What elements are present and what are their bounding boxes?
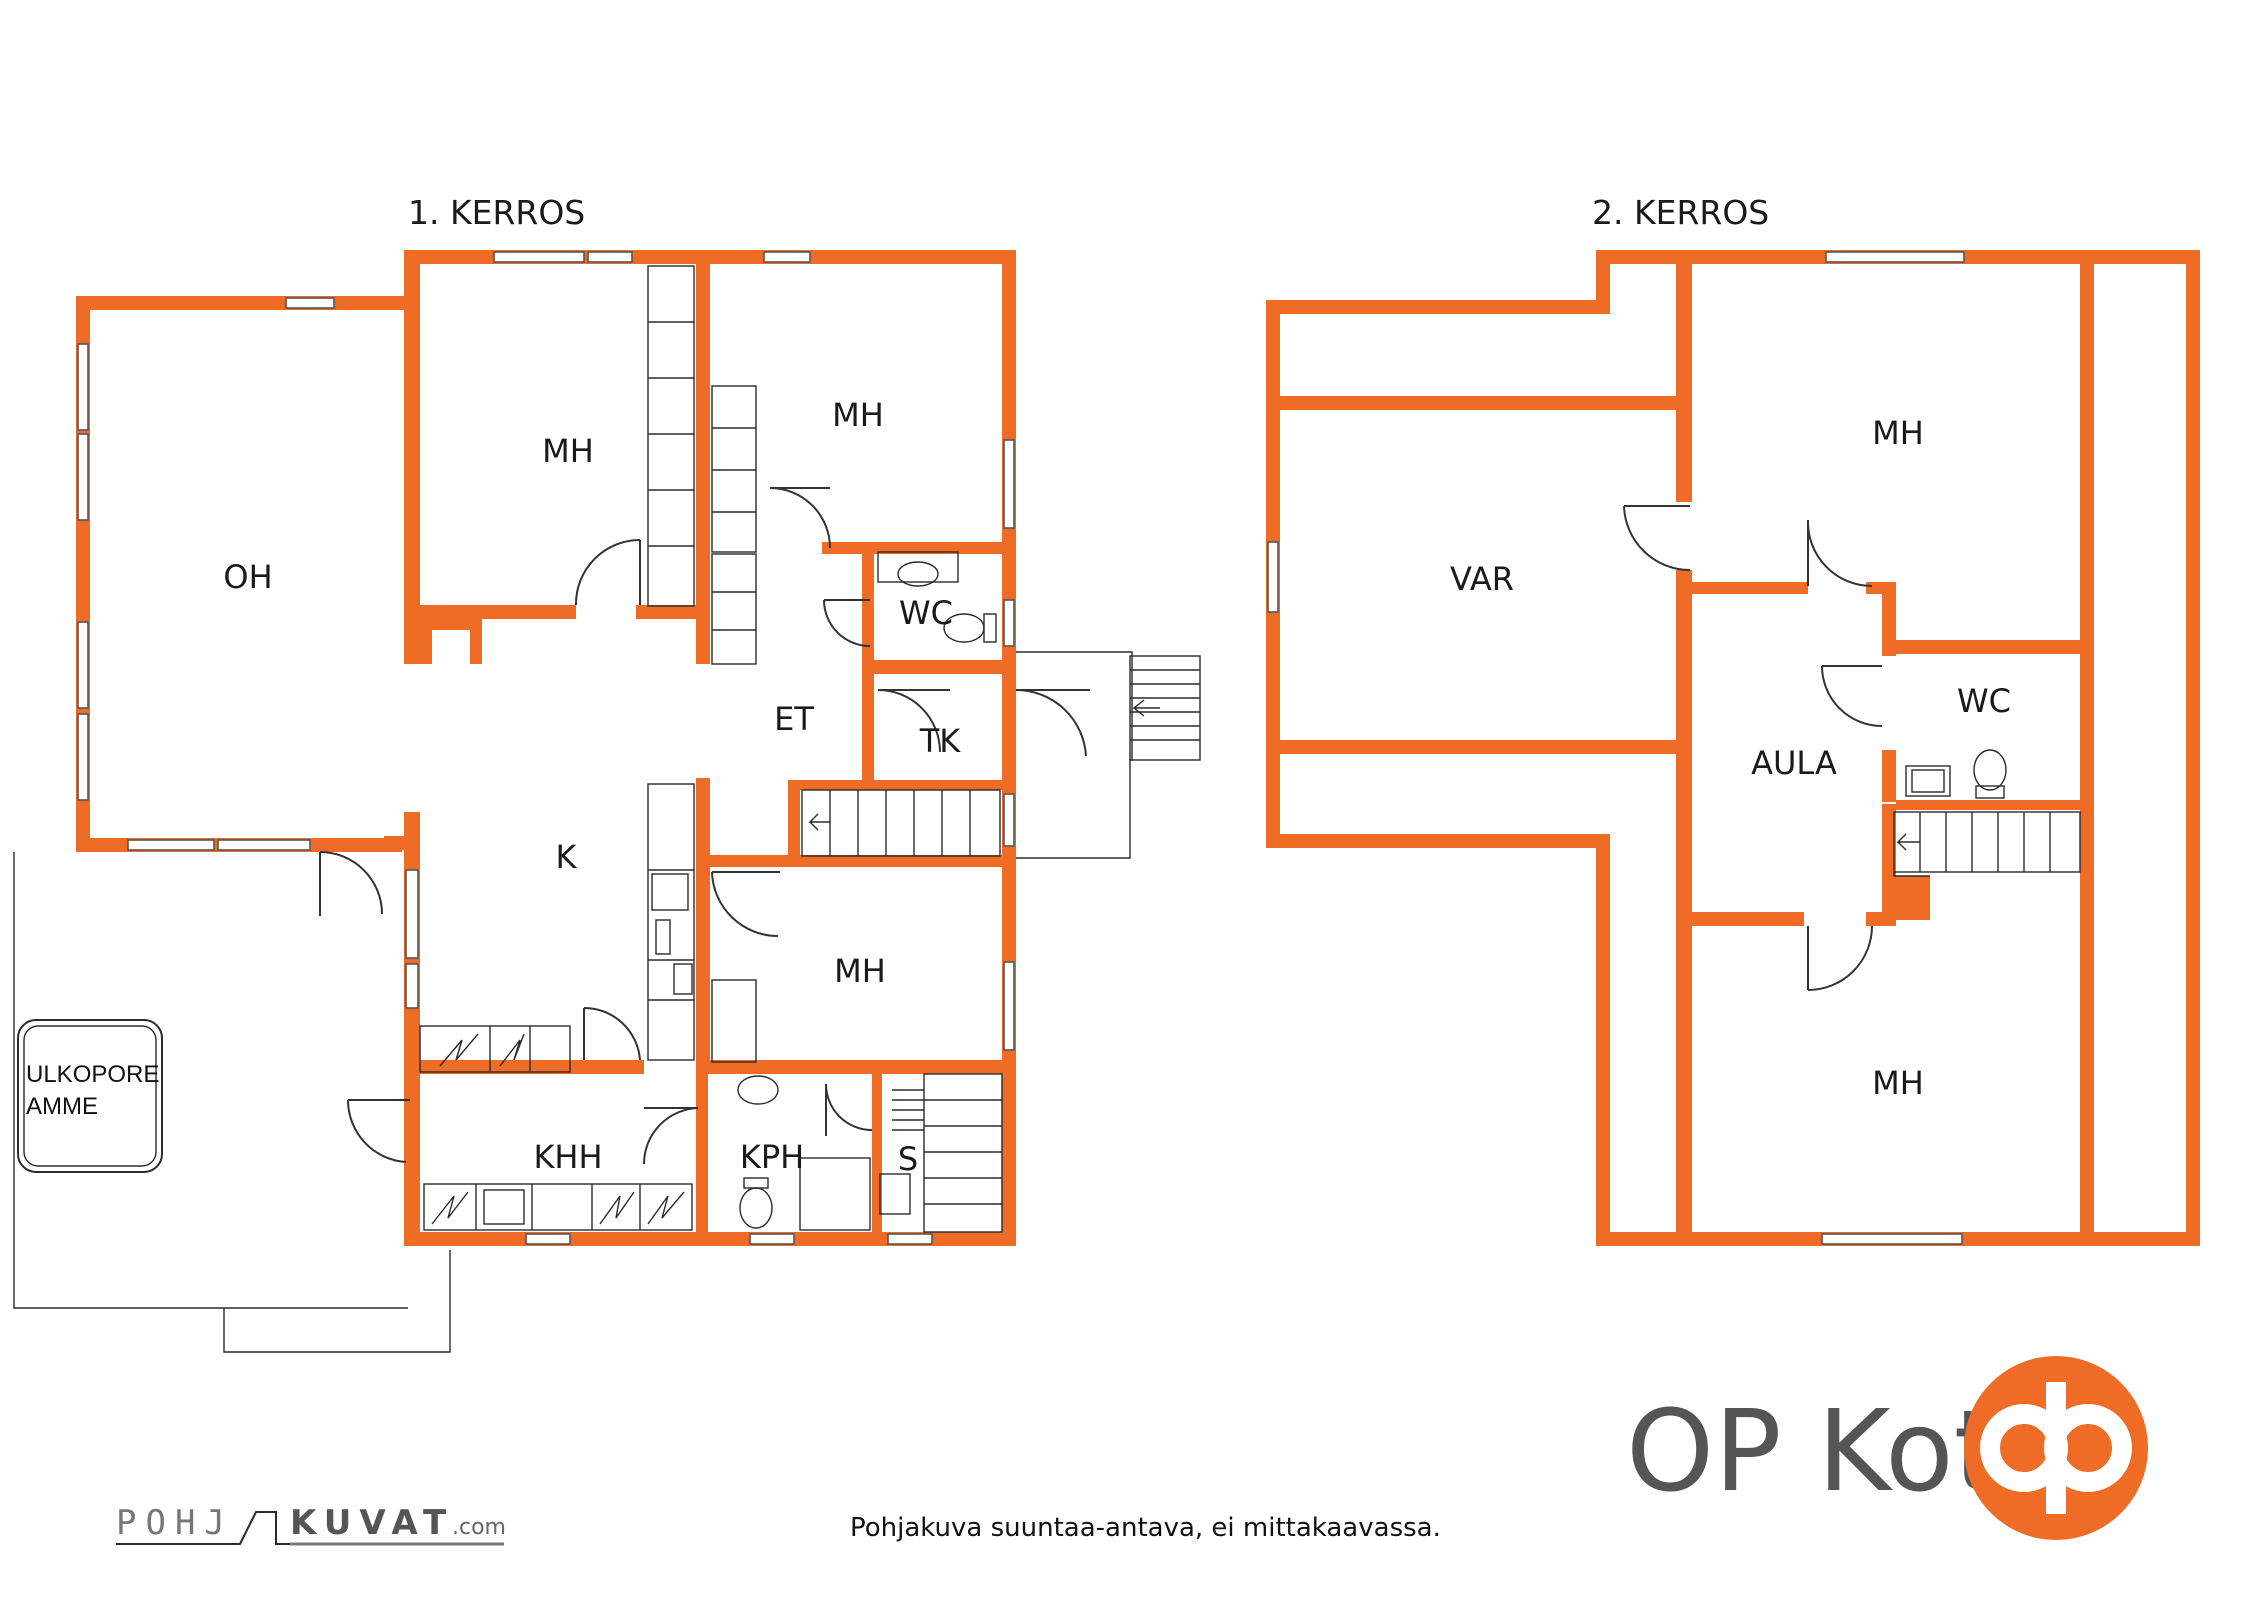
floor-2-title: 2. KERROS — [1592, 193, 1769, 232]
pohjakuvat-logo-left: POHJ — [116, 1503, 234, 1543]
floor-1-title: 1. KERROS — [408, 193, 585, 232]
floor-1-doors — [319, 487, 1090, 1165]
room-label-mh-lower: MH — [1872, 1064, 1924, 1102]
room-label-kph: KPH — [740, 1138, 804, 1176]
outdoor-deck — [13, 852, 451, 1353]
room-label-aula: AULA — [1751, 744, 1837, 782]
op-koti-brand: OP Koti — [1626, 1356, 2148, 1540]
room-label-k: K — [556, 838, 578, 876]
floor-2-walls — [1266, 250, 2200, 1246]
room-label-tk: TK — [919, 722, 962, 760]
room-label-mh-mid: MH — [834, 952, 886, 990]
room-label-var: VAR — [1450, 560, 1514, 598]
brand-name: OP Koti — [1626, 1387, 2029, 1517]
floor-2-windows — [1267, 251, 1965, 1245]
room-label-wc-upper: WC — [1957, 682, 2011, 720]
outdoor-tub-label-line2: AMME — [26, 1093, 98, 1120]
room-label-oh: OH — [223, 558, 272, 596]
floor-1-room-labels: OH MH MH WC ET TK K MH KHH KPH S — [223, 396, 961, 1178]
pohjakuvat-logo-right: KUVAT — [290, 1503, 454, 1543]
room-label-et: ET — [774, 700, 814, 738]
room-label-wc: WC — [899, 594, 953, 632]
room-label-s: S — [898, 1140, 918, 1178]
floor-2-fixtures — [1893, 749, 2081, 877]
floor-1-plan: 1. KERROS ULKOPORE AMME — [13, 193, 1201, 1353]
floor-2-room-labels: VAR MH WC AULA MH — [1450, 414, 2011, 1102]
room-label-khh: KHH — [533, 1138, 602, 1176]
op-logo-icon — [1964, 1356, 2148, 1540]
room-label-mh-left: MH — [542, 432, 594, 470]
floor-1-fixtures — [419, 265, 1201, 1233]
floor-2-doors — [1623, 505, 1883, 991]
floor-2-plan: 2. KERROS — [1266, 193, 2200, 1246]
floor-1-windows — [77, 251, 1015, 1245]
outdoor-tub-label-line1: ULKOPORE — [26, 1061, 159, 1088]
pohjakuvat-logo: POHJ KUVAT .com — [116, 1503, 506, 1546]
room-label-mh-upper: MH — [1872, 414, 1924, 452]
pohjakuvat-logo-domain: .com — [452, 1515, 506, 1540]
room-label-mh-top: MH — [832, 396, 884, 434]
disclaimer: Pohjakuva suuntaa-antava, ei mittakaavas… — [850, 1513, 1441, 1543]
outdoor-hot-tub: ULKOPORE AMME — [17, 1019, 163, 1173]
